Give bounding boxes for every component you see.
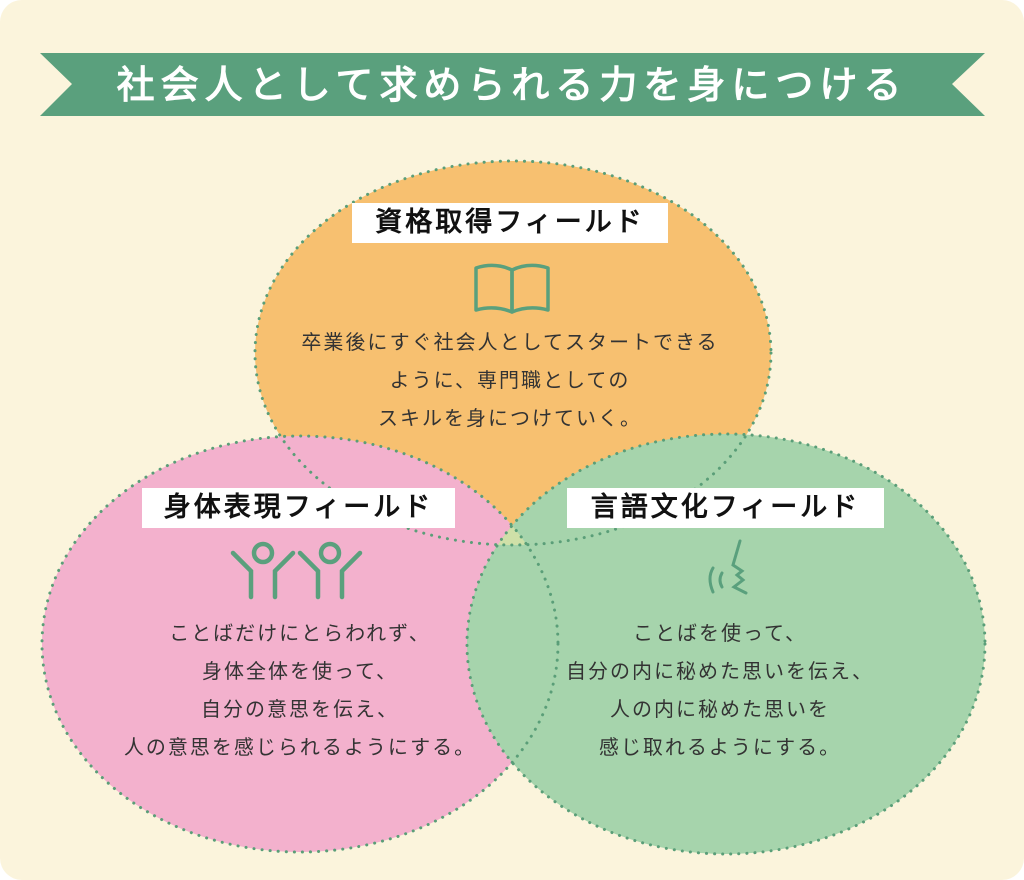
desc-line: 身体全体を使って、 (202, 659, 398, 683)
desc-line: 卒業後にすぐ社会人としてスタートできる (301, 330, 719, 354)
body-expression-field-circle (42, 436, 558, 852)
qualification-field-label: 資格取得フィールド (352, 203, 668, 243)
desc-line: ことばだけにとらわれず、 (169, 621, 431, 645)
desc-line: 自分の意思を伝え、 (201, 697, 399, 721)
desc-line: 人の内に秘めた思いを (610, 697, 830, 721)
qualification-field-description: 卒業後にすぐ社会人としてスタートできる ように、専門職としての スキルを身につけ… (260, 323, 760, 437)
title-banner (40, 53, 985, 116)
desc-line: 人の意思を感じられるようにする。 (123, 735, 477, 759)
language-outline (465, 432, 987, 856)
speaking-face-icon (708, 539, 748, 595)
desc-line: スキルを身につけていく。 (378, 406, 642, 430)
language-culture-field-description: ことばを使って、 自分の内に秘めた思いを伝え、 人の内に秘めた思いを 感じ取れる… (520, 614, 920, 766)
language-culture-field-circle (467, 434, 985, 854)
body-outline (40, 434, 560, 854)
desc-line: ように、専門職としての (389, 368, 631, 392)
page-title: 社会人として求められる力を身につける (116, 63, 908, 107)
qualification-outline (253, 159, 773, 547)
desc-line: 感じ取れるようにする。 (598, 735, 842, 759)
people-raising-arms-icon (230, 541, 363, 600)
open-book-icon (474, 263, 550, 314)
language-culture-field-label: 言語文化フィールド (567, 488, 884, 528)
body-expression-field-description: ことばだけにとらわれず、 身体全体を使って、 自分の意思を伝え、 人の意思を感じ… (90, 614, 510, 766)
desc-line: 自分の内に秘めた思いを伝え、 (566, 659, 874, 683)
desc-line: ことばを使って、 (633, 621, 807, 645)
body-expression-field-label: 身体表現フィールド (142, 488, 455, 528)
